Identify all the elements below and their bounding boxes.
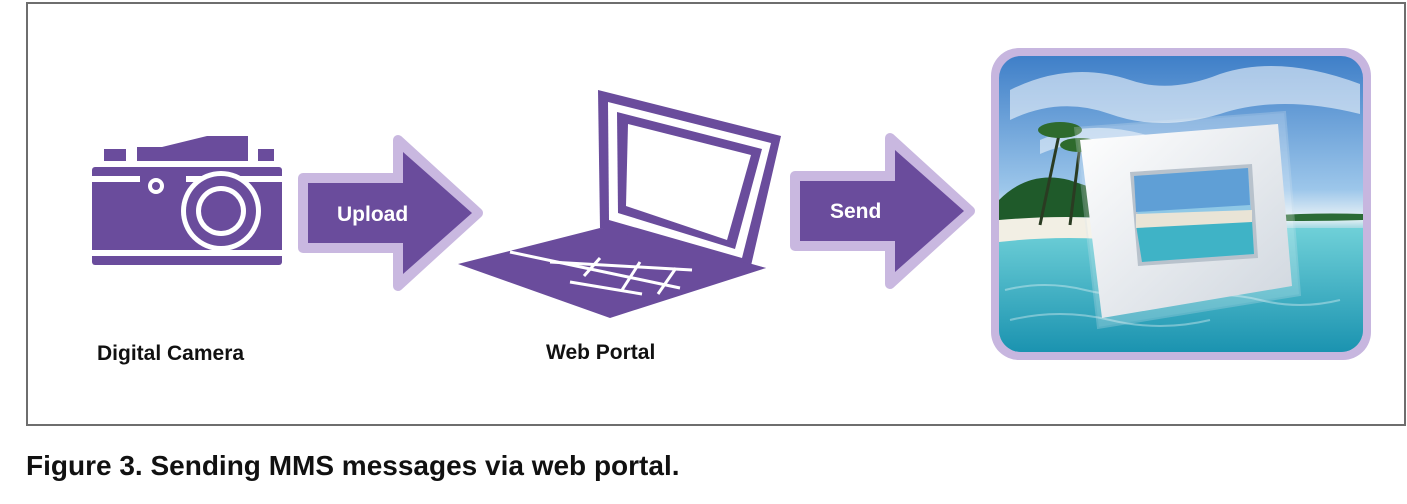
send-arrow: Send: [790, 133, 975, 289]
digital-photo-frame-image: [991, 48, 1371, 360]
laptop-icon: [458, 90, 781, 318]
figure-caption: Figure 3. Sending MMS messages via web p…: [26, 450, 680, 481]
send-label: Send: [830, 200, 881, 223]
web-portal-label: Web Portal: [546, 341, 656, 364]
camera-icon: [92, 136, 282, 265]
upload-arrow: Upload: [298, 135, 483, 291]
upload-label: Upload: [337, 203, 408, 226]
digital-camera-label: Digital Camera: [97, 342, 245, 365]
